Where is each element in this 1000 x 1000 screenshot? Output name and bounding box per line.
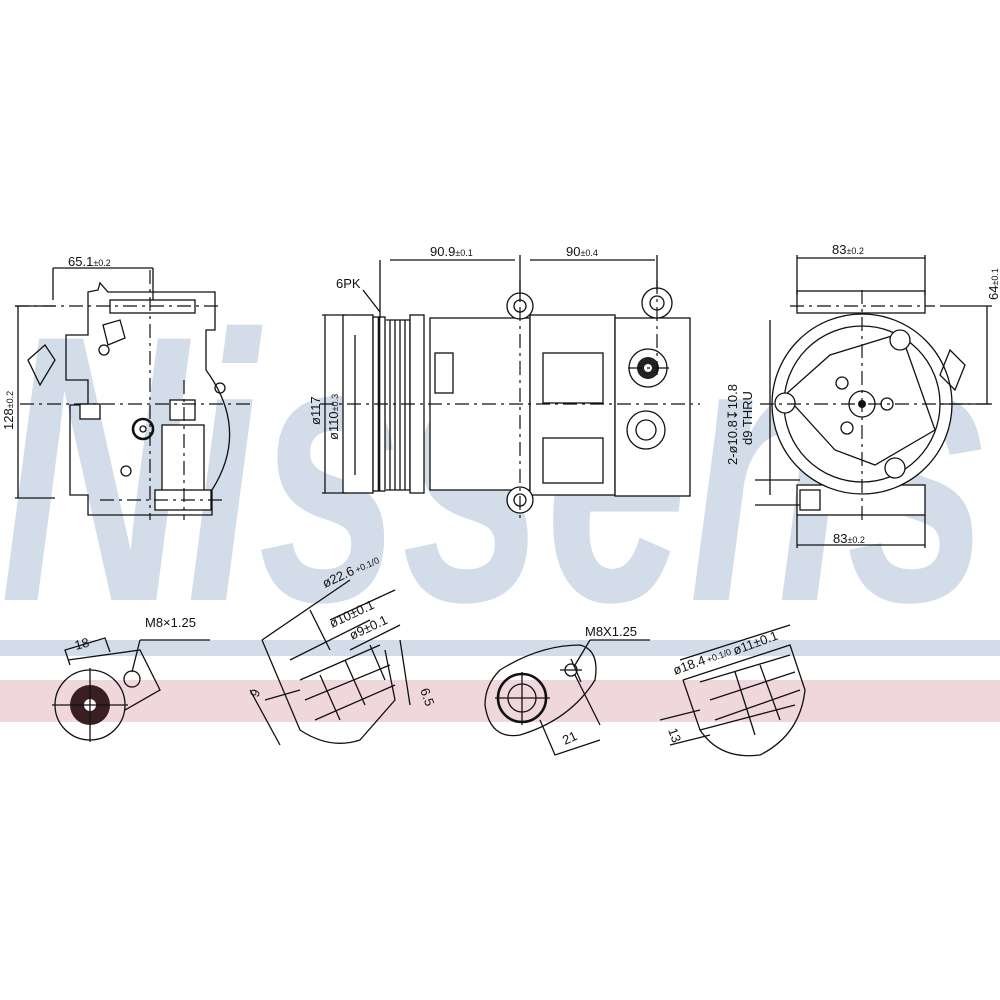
pulley-outer-label: ø117	[308, 396, 323, 425]
side-width-label: 65.1±0.2	[68, 254, 111, 269]
d2-h2-label: 6.5	[417, 686, 437, 708]
d1-dist-label: 18	[73, 635, 91, 653]
len2-label: 90±0.4	[566, 244, 598, 259]
rear-bottom-width-label: 83±0.2	[833, 531, 865, 546]
detail-fitting-3: M8X1.25 21	[484, 624, 650, 756]
rear-height-label: 64±0.1	[986, 268, 1000, 300]
d1-thread-label: M8×1.25	[145, 615, 196, 630]
d3-thread-label: M8X1.25	[585, 624, 637, 639]
detail-fitting-1: 18 M8×1.25	[52, 615, 210, 742]
belt-label: 6PK	[336, 276, 361, 291]
side-height-label: 128±0.2	[1, 391, 16, 430]
holes-thru-label: d9 THRU	[740, 391, 755, 445]
blue-band	[0, 640, 1000, 656]
d4-h1-label: 13	[665, 726, 684, 745]
len1-label: 90.9±0.1	[430, 244, 473, 259]
front-view: 6PK 90.9±0.1 90±0.4 ø117 ø110±0.3	[308, 244, 700, 520]
side-view: 65.1±0.2 128±0.2	[1, 254, 250, 520]
rear-top-width-label: 83±0.2	[832, 242, 864, 257]
pulley-inner-label: ø110±0.3	[326, 394, 341, 440]
holes-label: 2-ø10.8↧10.8	[725, 384, 740, 465]
d2-h1-label: 9	[247, 687, 264, 699]
rear-view: 83±0.2 64±0.1 2-ø10.8↧10.8 d9 THRU 83±0.…	[725, 242, 1000, 548]
d3-dist-label: 21	[560, 728, 579, 748]
